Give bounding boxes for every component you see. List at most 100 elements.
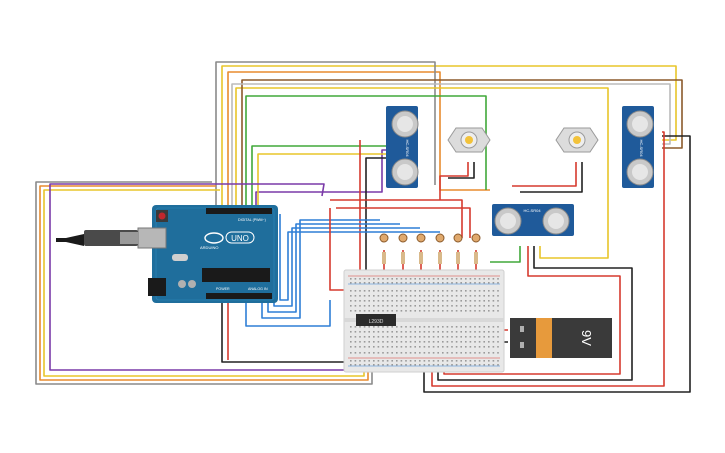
breadboard-hole <box>497 360 499 362</box>
breadboard-hole <box>382 360 384 362</box>
breadboard-hole <box>354 331 357 333</box>
breadboard-hole <box>469 352 472 354</box>
breadboard-hole <box>451 326 453 328</box>
wire-black-m2[interactable] <box>520 162 583 193</box>
breadboard-hole <box>382 364 384 366</box>
resistor-5[interactable] <box>456 252 460 264</box>
motor-driver-chip[interactable]: L293D <box>356 314 396 326</box>
wire-orange[interactable] <box>227 71 490 205</box>
wire-gray-left[interactable] <box>35 181 373 385</box>
breadboard-hole <box>409 290 412 292</box>
wire-blue-4[interactable] <box>279 214 440 301</box>
driver-chip-label: L293D <box>369 319 384 325</box>
wire-green-s1[interactable] <box>251 145 394 205</box>
breadboard-hole <box>432 331 435 333</box>
resistor-4[interactable] <box>438 252 442 264</box>
breadboard-hole <box>363 310 366 312</box>
breadboard-hole <box>460 326 462 328</box>
photoresistor-6[interactable] <box>471 233 481 264</box>
breadboard-hole <box>446 282 449 284</box>
arduino-uno-board[interactable]: DIGITAL (PWM~) ARDUINO UNO POWER ANALOG … <box>137 205 278 303</box>
wire-red-s2[interactable] <box>431 131 665 387</box>
sensor-2-label: HC-SR04 <box>639 139 644 157</box>
breadboard-hole <box>423 310 426 312</box>
breadboard-hole <box>446 326 449 328</box>
breadboard-hole <box>373 346 375 348</box>
breadboard-hole <box>469 305 472 307</box>
breadboard-hole <box>492 364 495 366</box>
wire-white[interactable] <box>231 83 671 205</box>
breadboard-hole <box>419 331 421 333</box>
breadboard-hole <box>442 360 444 362</box>
photoresistor-5[interactable] <box>453 233 463 264</box>
breadboard-hole <box>396 310 398 312</box>
wire-red-ldr[interactable] <box>330 199 463 238</box>
ultrasonic-sensor-3[interactable]: HC-SR04 <box>492 204 574 236</box>
breadboard-hole <box>359 336 361 338</box>
wire-black-m1[interactable] <box>448 162 475 179</box>
wire-green-s3[interactable] <box>490 246 521 263</box>
breadboard-hole <box>451 336 453 338</box>
resistor-3[interactable] <box>419 252 423 264</box>
wire-brown[interactable] <box>241 79 683 205</box>
breadboard-hole <box>428 336 430 338</box>
wire-red-m2[interactable] <box>512 162 577 187</box>
breadboard-hole <box>455 364 458 366</box>
wire-black-s3[interactable] <box>437 246 633 381</box>
resistor-1[interactable] <box>382 252 386 264</box>
breadboard-hole <box>400 310 403 312</box>
breadboard-hole <box>373 364 375 366</box>
usb-cable[interactable] <box>56 230 138 246</box>
photoresistor-1[interactable] <box>379 233 389 264</box>
breadboard-hole <box>497 282 499 284</box>
breadboard-hole <box>391 346 393 348</box>
breadboard-hole <box>405 278 407 280</box>
resistor-2[interactable] <box>401 252 405 264</box>
dc-motor-2[interactable] <box>555 127 599 153</box>
breadboard-hole <box>460 364 462 366</box>
breadboard-hole <box>382 290 384 292</box>
photoresistor-4[interactable] <box>435 233 445 264</box>
ultrasonic-sensor-1[interactable]: HC-SR04 <box>386 106 419 188</box>
breadboard-hole <box>354 310 357 312</box>
ultrasonic-sensor-2[interactable]: HC-SR04 <box>622 106 654 188</box>
breadboard-hole <box>474 346 476 348</box>
wire-blue-a0[interactable] <box>245 296 331 327</box>
wire-black-s1[interactable] <box>365 157 394 280</box>
breadboard-hole <box>423 290 426 292</box>
breadboard-hole <box>368 336 370 338</box>
dc-motor-1[interactable] <box>447 127 491 153</box>
breadboard-hole <box>373 300 375 302</box>
wire-red-ldr-2[interactable] <box>336 207 471 238</box>
breadboard-hole <box>382 295 384 297</box>
breadboard-hole <box>428 364 430 366</box>
breadboard-hole <box>497 310 499 312</box>
breadboard-hole <box>465 305 467 307</box>
breadboard-hole <box>405 346 407 348</box>
breadboard-hole <box>377 282 380 284</box>
breadboard-hole <box>437 352 439 354</box>
breadboard-hole <box>405 331 407 333</box>
wire-yellow-s1[interactable] <box>257 153 394 205</box>
wire-red-bb[interactable] <box>329 208 346 291</box>
wire-yellow[interactable] <box>221 65 677 205</box>
photoresistor-2[interactable] <box>398 233 408 264</box>
breadboard-hole <box>354 326 357 328</box>
battery-9v[interactable]: 9V <box>510 318 612 358</box>
photoresistor-array <box>379 233 481 264</box>
breadboard-hole <box>368 326 370 328</box>
breadboard-hole <box>377 346 380 348</box>
breadboard-hole <box>414 341 416 343</box>
breadboard-hole <box>419 336 421 338</box>
wire-black-s2[interactable] <box>423 135 691 393</box>
resistor-6[interactable] <box>474 252 478 264</box>
photoresistor-3[interactable] <box>416 233 426 264</box>
breadboard-hole <box>437 341 439 343</box>
breadboard-hole <box>382 282 384 284</box>
breadboard-hole <box>478 278 481 280</box>
wire-yellow-2[interactable] <box>235 87 609 259</box>
breadboard-hole <box>386 310 389 312</box>
breadboard-hole <box>478 364 481 366</box>
wire-gray[interactable] <box>215 61 436 205</box>
wire-red-m1[interactable] <box>439 162 469 200</box>
